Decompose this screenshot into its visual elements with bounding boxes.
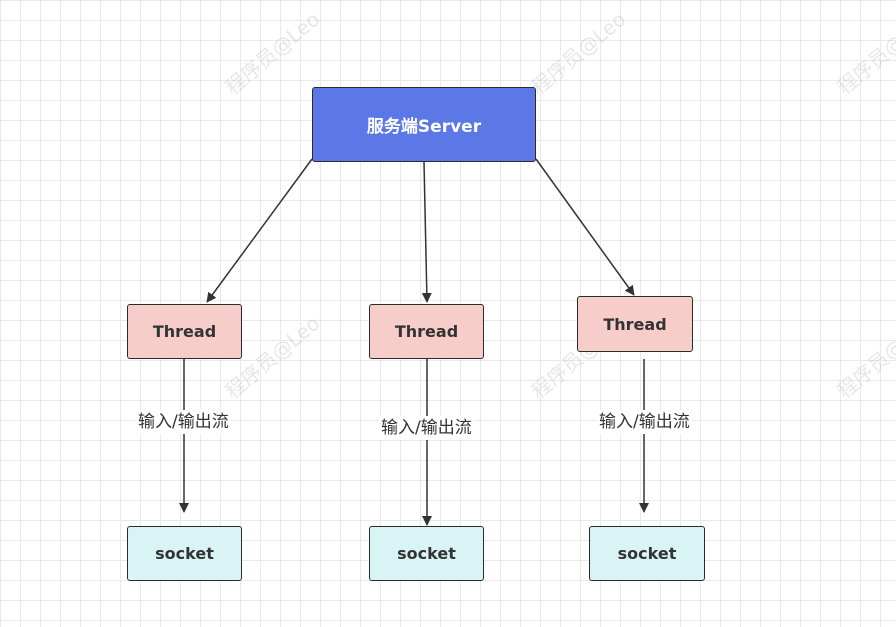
- server-node: 服务端Server: [312, 87, 536, 162]
- thread-node-3: Thread: [577, 296, 693, 352]
- thread-node-2: Thread: [369, 304, 484, 359]
- edge-server-thread-1: [206, 158, 313, 303]
- edge-server-thread-2: [421, 161, 432, 303]
- edge-label-1: 输入/输出流: [136, 410, 231, 434]
- thread-node-1: Thread: [127, 304, 242, 359]
- edge-label-2: 输入/输出流: [379, 416, 474, 440]
- socket-node-3: socket: [589, 526, 705, 581]
- edge-label-3: 输入/输出流: [597, 410, 692, 434]
- socket-node-2: socket: [369, 526, 484, 581]
- edge-server-thread-3: [535, 158, 635, 296]
- socket-node-1: socket: [127, 526, 242, 581]
